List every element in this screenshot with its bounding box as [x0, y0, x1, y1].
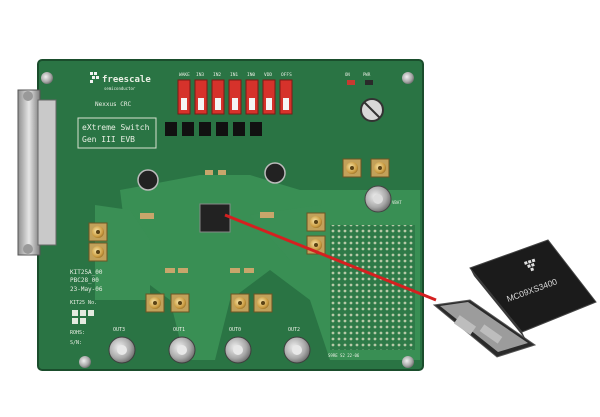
- part-code: KIT25A_00: [70, 269, 103, 276]
- smd-components: [140, 170, 274, 273]
- rohs-label: ROHS:: [70, 330, 85, 336]
- sma-connector: [370, 158, 390, 178]
- board-ic: [199, 203, 231, 233]
- mounting-hole: [79, 356, 91, 368]
- vbat-label: VBAT: [392, 200, 402, 205]
- switch-label: VDD: [264, 72, 272, 78]
- board-date: 23-May-06: [70, 286, 103, 293]
- dip-switch-wake: WAKE: [177, 72, 191, 115]
- brand-sub-label: semiconductor: [104, 86, 136, 91]
- jumper-row: [165, 122, 262, 136]
- mounting-hole: [402, 72, 414, 84]
- serial-checkboxes: [72, 310, 94, 324]
- switch-label: IN3: [196, 72, 204, 78]
- dip-switch-in3: IN3: [194, 72, 208, 115]
- sma-connector: [253, 293, 273, 313]
- output-terminal-out1: OUT1: [168, 327, 196, 364]
- output-terminal-out3: OUT3: [108, 327, 136, 364]
- switch-label: OFFS: [281, 72, 292, 78]
- dip-switch-offs: OFFS: [279, 72, 293, 115]
- switch-label: WAKE: [179, 72, 190, 78]
- on-label: ON: [345, 72, 350, 77]
- output-label: OUT2: [288, 327, 300, 333]
- freescale-logo-icon: [524, 258, 536, 272]
- dip-switch-in1: IN1: [228, 72, 242, 115]
- board-title-line2: Gen III EVB: [82, 135, 135, 144]
- output-label: OUT0: [229, 327, 241, 333]
- sma-connector: [342, 158, 362, 178]
- mounting-hole: [402, 356, 414, 368]
- sma-connector: [145, 293, 165, 313]
- output-terminal-out0: OUT0: [224, 327, 252, 364]
- switch-label: IN0: [247, 72, 255, 78]
- sma-connector: [170, 293, 190, 313]
- output-terminal-out2: OUT2: [283, 327, 311, 364]
- pointer-line: [224, 213, 437, 302]
- dip-switch-in0: IN0: [245, 72, 259, 115]
- chip-package-top: MC09XS3400: [469, 239, 597, 340]
- prototype-area: [330, 225, 415, 350]
- electrolytic-capacitor: [137, 162, 286, 191]
- sma-connector: [88, 242, 108, 262]
- dip-switch-bank: WAKE IN3 IN2 IN1 IN0 VDD OFFS: [177, 72, 293, 115]
- dip-switch-vdd: VDD: [262, 72, 276, 115]
- board-logo: freescale semiconductor: [90, 72, 151, 91]
- sma-connector: [230, 293, 250, 313]
- output-label: OUT1: [173, 327, 185, 333]
- mounting-hole: [41, 72, 53, 84]
- switch-label: IN1: [230, 72, 238, 78]
- dip-switch-in2: IN2: [211, 72, 225, 115]
- output-terminals: OUT3 OUT1 OUT0 OUT2: [108, 327, 311, 364]
- sma-connectors: [88, 158, 390, 313]
- output-label: OUT3: [113, 327, 125, 333]
- chip-package-bottom: [432, 299, 537, 358]
- db25-connector: [17, 89, 57, 256]
- sma-connector: [306, 212, 326, 232]
- switch-label: IN2: [213, 72, 221, 78]
- revision: PBC28_00: [70, 277, 99, 284]
- footer-code: S9RE S2 22-06: [328, 353, 360, 358]
- sma-connector: [88, 222, 108, 242]
- sn-label: S/N:: [70, 340, 82, 346]
- pwr-label: PWR: [363, 72, 371, 77]
- status-leds: ON PWR: [345, 72, 373, 85]
- board-name: Nexxus CRC: [95, 101, 132, 108]
- board-title-line1: eXtreme Switch: [82, 123, 150, 132]
- brand-label: freescale: [102, 75, 151, 85]
- serial-label: KIT25 No.: [70, 300, 97, 306]
